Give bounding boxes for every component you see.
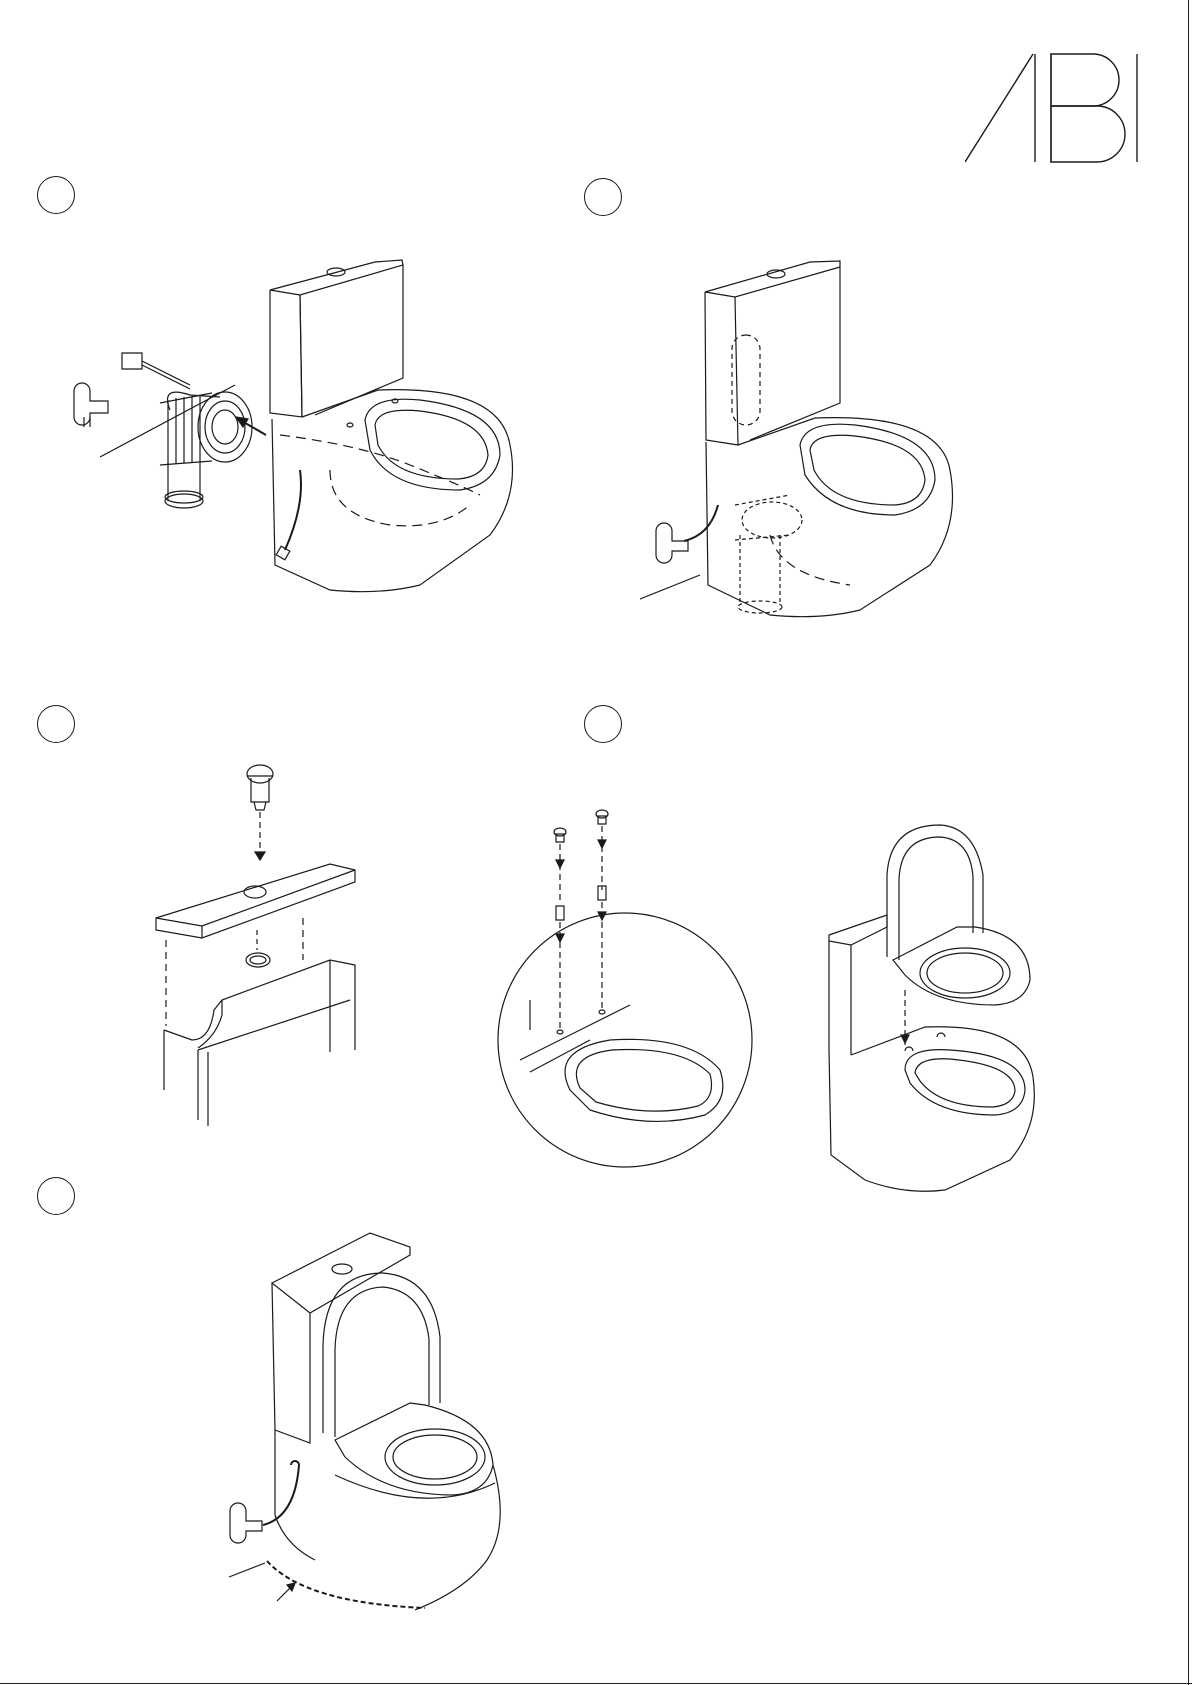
page-border-bottom — [0, 1683, 1192, 1684]
step-3-marker — [37, 705, 75, 743]
screw-icon — [554, 810, 608, 842]
flush-button-icon — [247, 765, 273, 810]
step-1-marker — [37, 176, 75, 214]
pan-connector-icon — [160, 392, 252, 508]
step-5-illustration — [225, 1225, 545, 1620]
step-2-illustration — [640, 235, 980, 645]
step-5-marker — [37, 1177, 75, 1215]
step-3-illustration — [150, 760, 370, 1135]
page-border-right — [1188, 0, 1189, 1685]
step-4-illustration — [825, 815, 1050, 1200]
step-4-marker — [584, 705, 622, 743]
step-2-marker — [584, 178, 622, 216]
angle-valve-icon — [74, 383, 108, 425]
step-1-illustration — [60, 235, 560, 645]
step-4-detail — [490, 800, 760, 1170]
abi-logo — [965, 52, 1141, 164]
